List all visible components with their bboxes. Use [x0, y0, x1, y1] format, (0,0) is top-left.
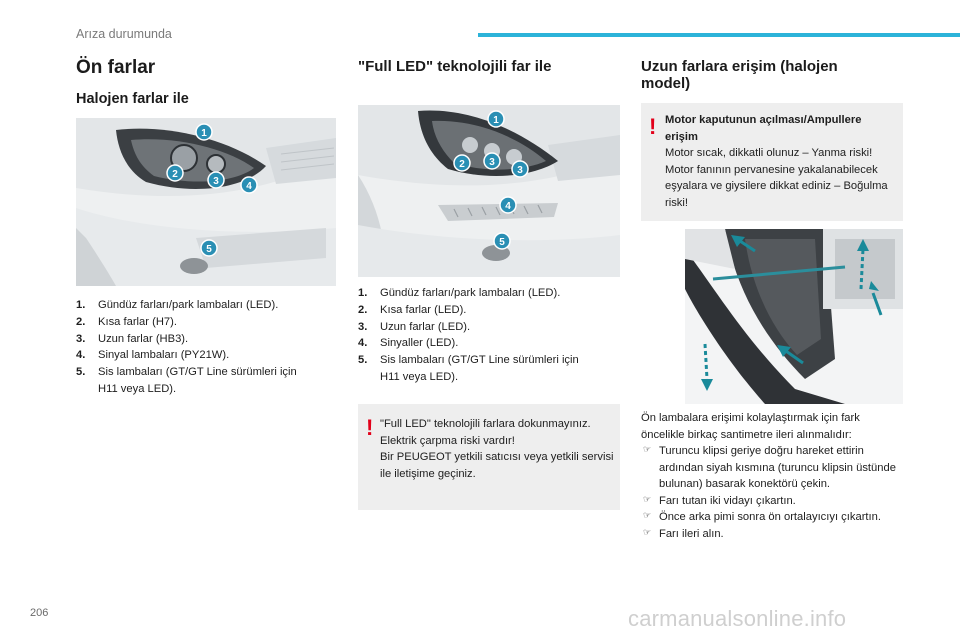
warning-line: Motor sıcak, dikkatli olunuz – Yanma ris… [665, 147, 873, 160]
list-item: 1.Gündüz farları/park lambaları (LED). [76, 299, 279, 311]
warning-line: Elektrik çarpma riski vardır! [380, 434, 515, 447]
removal-instructions: Ön lambalara erişimi kolaylaştırmak için… [641, 410, 903, 543]
list-item: 2.Kısa farlar (H7). [76, 315, 177, 328]
full-led-list: 1.Gündüz farları/park lambaları (LED). 2… [358, 285, 598, 386]
removal-intro: Ön lambalara erişimi kolaylaştırmak için… [641, 412, 860, 441]
section-header: Arıza durumunda [76, 27, 172, 41]
full-led-callouts: 1 2 3 3 4 5 [453, 110, 529, 250]
svg-text:4: 4 [246, 181, 252, 192]
full-led-headlight-photo: 1 2 3 3 4 5 [358, 105, 620, 277]
warning-exclamation-icon: ! [366, 415, 374, 440]
list-item: 3.Uzun farlar (HB3). [76, 332, 189, 345]
page-title: Ön farlar [76, 57, 156, 78]
list-item: 5.Sis lambaları (GT/GT Line sürümleri iç… [358, 354, 579, 383]
warning-exclamation-icon: ! [649, 114, 657, 139]
headlight-removal-photo [685, 229, 903, 404]
svg-text:2: 2 [459, 159, 465, 170]
arrow-bullet-icon: ☞ [643, 527, 652, 538]
list-item: 1.Gündüz farları/park lambaları (LED). [358, 287, 561, 299]
warning-line: Bir PEUGEOT yetkili satıcısı veya yetkil… [380, 451, 614, 480]
svg-text:3: 3 [213, 176, 219, 187]
warning-line: Motor fanının pervanesine yakalanabilece… [665, 163, 888, 209]
arrow-bullet-icon: ☞ [643, 510, 652, 521]
arrow-bullet-icon: ☞ [643, 444, 652, 455]
list-item: 4.Sinyal lambaları (PY21W). [76, 349, 230, 362]
full-led-title: "Full LED" teknolojili far ile [358, 58, 552, 75]
page-number: 206 [30, 607, 49, 619]
high-beam-access-title: Uzun farlara erişim (halojen model) [641, 58, 838, 93]
warning-line: "Full LED" teknolojili farlara dokunmayı… [380, 418, 591, 430]
list-item: ☞Önce arka pimi sonra ön ortalayıcıyı çı… [643, 510, 881, 524]
list-item: 5.Sis lambaları (GT/GT Line sürümleri iç… [76, 366, 297, 395]
halogen-bulb-list: 1.Gündüz farları/park lambaları (LED). 2… [76, 297, 316, 398]
warning-heading: Motor kaputunun açılması/Ampullere erişi… [665, 114, 862, 143]
halogen-subtitle: Halojen farlar ile [76, 91, 189, 107]
list-item: 2.Kısa farlar (LED). [358, 303, 467, 316]
svg-text:3: 3 [489, 157, 495, 168]
engine-warning-box: ! Motor kaputunun açılması/Ampullere eri… [641, 103, 903, 221]
svg-text:5: 5 [499, 237, 505, 248]
list-item: ☞Farı ileri alın. [643, 527, 724, 541]
arrow-bullet-icon: ☞ [643, 493, 652, 504]
svg-text:1: 1 [201, 128, 207, 139]
watermark: carmanualsonline.info [628, 606, 847, 631]
halogen-headlight-photo: 1 2 3 4 5 [76, 118, 336, 286]
list-item: ☞Turuncu klipsi geriye doğru hareket ett… [643, 444, 896, 491]
list-item: ☞Farı tutan iki vidayı çıkartın. [643, 493, 796, 507]
list-item: 4.Sinyaller (LED). [358, 337, 459, 350]
header-accent-bar [478, 33, 960, 37]
svg-text:1: 1 [493, 115, 499, 126]
full-led-warning-box: ! "Full LED" teknolojili farlara dokunma… [358, 404, 620, 510]
list-item: 3.Uzun farlar (LED). [358, 320, 471, 333]
halogen-callouts: 1 2 3 4 5 [166, 123, 258, 257]
svg-text:4: 4 [505, 201, 511, 212]
svg-text:2: 2 [172, 169, 178, 180]
svg-text:3: 3 [517, 165, 523, 176]
svg-text:5: 5 [206, 244, 212, 255]
